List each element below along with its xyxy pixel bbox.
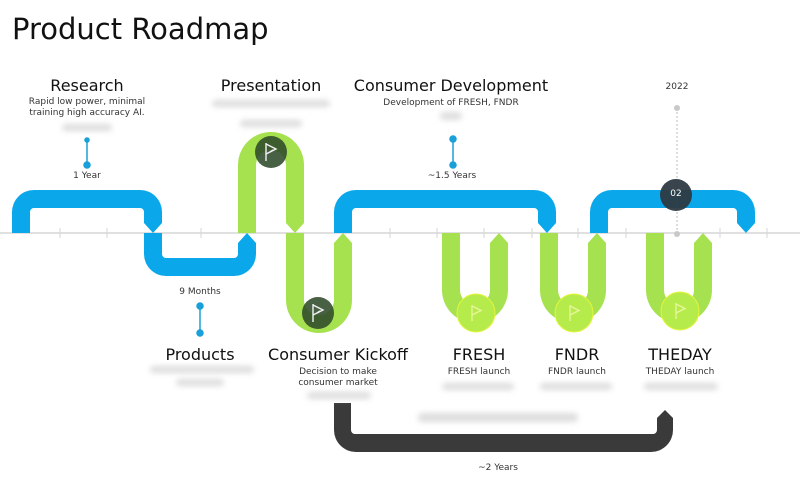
redacted-text <box>150 366 254 373</box>
node-fresh <box>456 293 496 333</box>
node-presentation <box>255 136 287 168</box>
segment-consumer-development <box>334 190 556 233</box>
year-marker-top-dot <box>674 105 680 111</box>
redacted-text <box>540 383 612 390</box>
year-label: 2022 <box>665 82 689 92</box>
redacted-text <box>212 100 330 107</box>
year-badge <box>660 179 692 211</box>
segment-fresh <box>442 233 508 323</box>
milestone-title-consumer-kickoff-text: Consumer Kickoff <box>268 345 408 364</box>
milestone-title-presentation: Presentation <box>220 76 322 95</box>
duration-bracket: ~2 Years <box>478 463 518 473</box>
flag-icon <box>312 304 325 322</box>
redacted-text <box>442 383 514 390</box>
flag-icon <box>265 143 278 161</box>
milestone-desc-consumer-kickoff: Decision to make consumer market <box>298 367 378 388</box>
flag-icon <box>471 305 483 321</box>
year-marker-axis-dot <box>674 231 680 237</box>
milestone-desc-fndr: FNDR launch <box>547 367 607 375</box>
redacted-text <box>307 392 371 399</box>
milestone-title-consumer-development: Consumer Development <box>353 76 549 95</box>
node-theday <box>660 291 700 331</box>
milestone-title-research: Research <box>50 76 124 95</box>
milestone-title-fndr: FNDR <box>554 345 600 364</box>
milestone-desc-research: Rapid low power, minimal training high a… <box>28 97 146 118</box>
redacted-text <box>240 120 302 127</box>
milestone-title-theday: THEDAY <box>648 345 712 364</box>
bracket-2years <box>334 403 673 452</box>
segment-consumer-kickoff <box>286 233 352 333</box>
node-consumer-kickoff <box>302 297 334 329</box>
redacted-text <box>418 413 578 422</box>
segment-2022 <box>590 190 755 233</box>
segment-presentation <box>238 132 304 233</box>
duration-consumer-development: ~1.5 Years <box>427 171 477 181</box>
milestone-title-products: Products <box>165 345 235 364</box>
segment-research <box>12 190 162 233</box>
duration-products: 9 Months <box>179 287 221 297</box>
milestone-desc-consumer-development: Development of FRESH, FNDR <box>383 98 519 108</box>
segment-products <box>144 233 256 276</box>
milestone-title-consumer-kickoff: Consumer Kickoff <box>268 345 408 364</box>
flag-icon <box>569 305 581 321</box>
flag-icon <box>675 303 687 319</box>
milestone-desc-fresh: FRESH launch <box>447 367 511 375</box>
milestone-title-fresh: FRESH <box>452 345 506 364</box>
segment-fndr <box>540 233 606 323</box>
redacted-text <box>440 112 462 120</box>
redacted-text <box>176 379 224 386</box>
duration-research: 1 Year <box>73 171 101 181</box>
redacted-text <box>62 124 112 131</box>
page-title: Product Roadmap <box>12 12 269 46</box>
redacted-text <box>644 383 718 390</box>
milestone-desc-theday: THEDAY launch <box>645 367 715 375</box>
year-badge-label: 02 <box>670 189 682 199</box>
node-fndr <box>554 293 594 333</box>
axis-ticks <box>59 228 768 238</box>
